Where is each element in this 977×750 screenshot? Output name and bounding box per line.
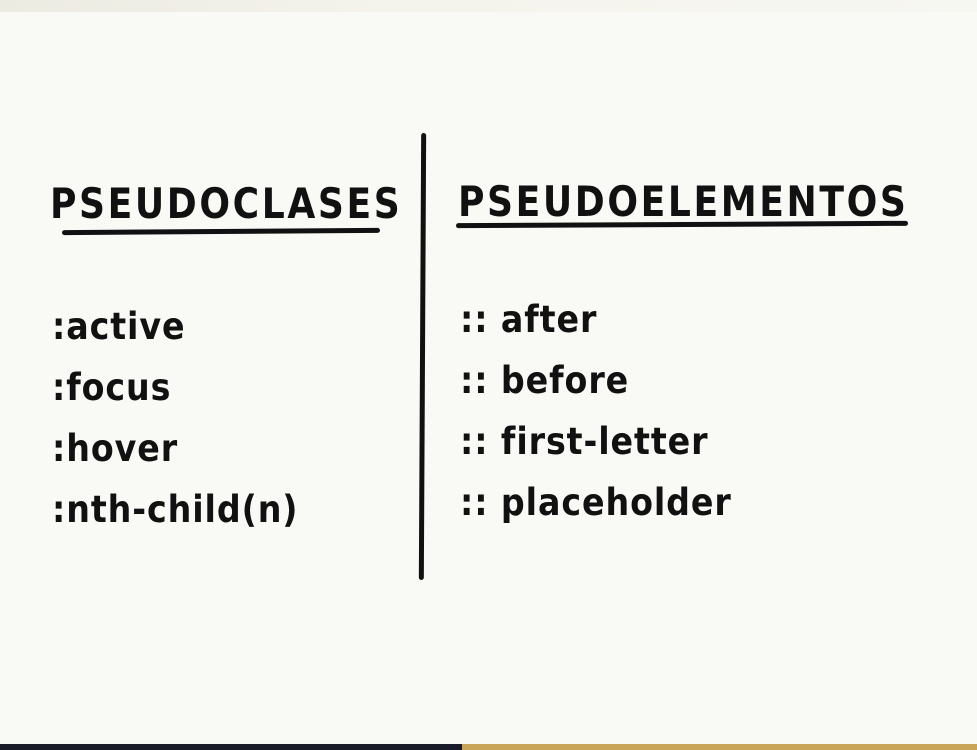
list-item-after: :: after [460, 298, 598, 341]
bottom-strip-dark-segment [0, 744, 462, 750]
list-item-focus: :focus [52, 366, 172, 409]
list-item-first-letter: :: first-letter [460, 420, 709, 463]
pseudoelementos-heading: PSEUDOELEMENTOS [458, 177, 909, 226]
list-item-nth-child: :nth-child(n) [52, 488, 299, 531]
column-divider [418, 132, 427, 581]
pseudoelementos-list: :: after :: before :: first-letter :: pl… [460, 289, 762, 533]
list-item-hover: :hover [52, 427, 179, 470]
bottom-strip-gold-segment [462, 744, 977, 750]
top-edge-strip [0, 0, 977, 12]
bottom-edge-strip [0, 744, 977, 750]
pseudoclases-underline [61, 227, 381, 236]
list-item-before: :: before [460, 359, 630, 402]
list-item-active: :active [52, 305, 186, 348]
list-item-placeholder: :: placeholder [460, 481, 732, 524]
pseudoclases-heading: PSEUDOCLASES [50, 179, 403, 228]
pseudoclases-list: :active :focus :hover :nth-child(n) [52, 296, 326, 540]
pseudoelementos-underline [455, 220, 909, 229]
